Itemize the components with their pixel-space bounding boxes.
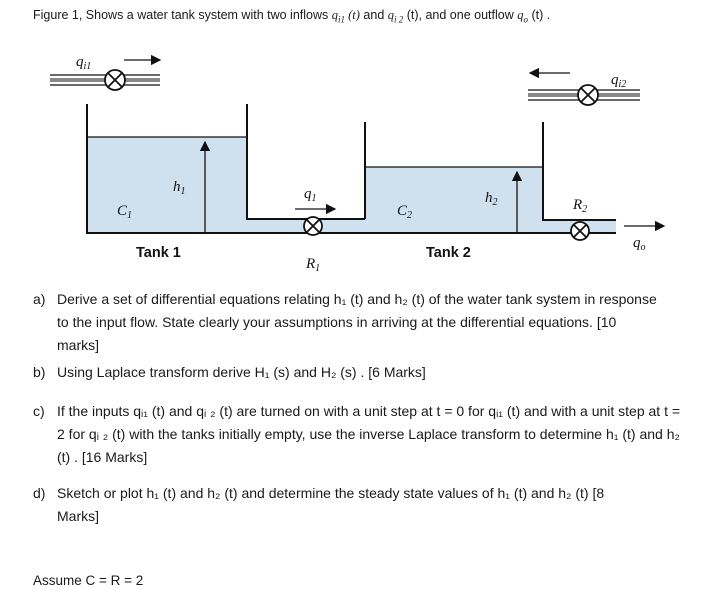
c2-label: C2 <box>397 203 412 221</box>
question-c-letter: c) <box>33 403 45 419</box>
inflow1-label: qi1 <box>76 54 91 72</box>
qo-label: qo <box>633 235 646 253</box>
inflow2-label: qi2 <box>611 72 626 90</box>
tank1-name: Tank 1 <box>136 245 181 261</box>
question-d-text: Sketch or plot h₁ (t) and h₂ (t) and det… <box>57 485 605 524</box>
question-a-letter: a) <box>33 291 46 307</box>
c1-label: C1 <box>117 203 132 221</box>
inflow1-valve-icon <box>104 69 126 91</box>
question-c-text: If the inputs qᵢ₁ (t) and qᵢ ₂ (t) are t… <box>57 403 681 465</box>
inflow2-valve-icon <box>577 84 599 106</box>
question-b-text: Using Laplace transform derive H₁ (s) an… <box>57 364 426 380</box>
question-d-letter: d) <box>33 485 46 501</box>
r1-label: R1 <box>305 256 320 274</box>
r1-valve-icon <box>303 216 323 236</box>
h1-label: h1 <box>173 179 186 197</box>
assumption-note: Assume C = R = 2 <box>33 573 144 588</box>
tank1-right-wall <box>246 104 365 220</box>
tank2-water <box>365 167 543 233</box>
tank1-walls <box>86 104 365 234</box>
q1-label: q1 <box>304 186 317 204</box>
r2-valve-icon <box>570 221 590 241</box>
figure-caption: Figure 1, Shows a water tank system with… <box>33 8 551 25</box>
r2-label: R2 <box>572 197 587 215</box>
question-a-text: Derive a set of differential equations r… <box>57 291 657 353</box>
water-tank-diagram: qi1 qi2 C1 h1 q1 R1 C2 h2 R2 qo Tank 1 T… <box>50 54 666 274</box>
tank1-water <box>87 137 247 233</box>
question-b-letter: b) <box>33 364 46 380</box>
h2-label: h2 <box>485 190 498 208</box>
tank2-name: Tank 2 <box>426 245 471 261</box>
tank2-right-wall <box>542 122 616 221</box>
